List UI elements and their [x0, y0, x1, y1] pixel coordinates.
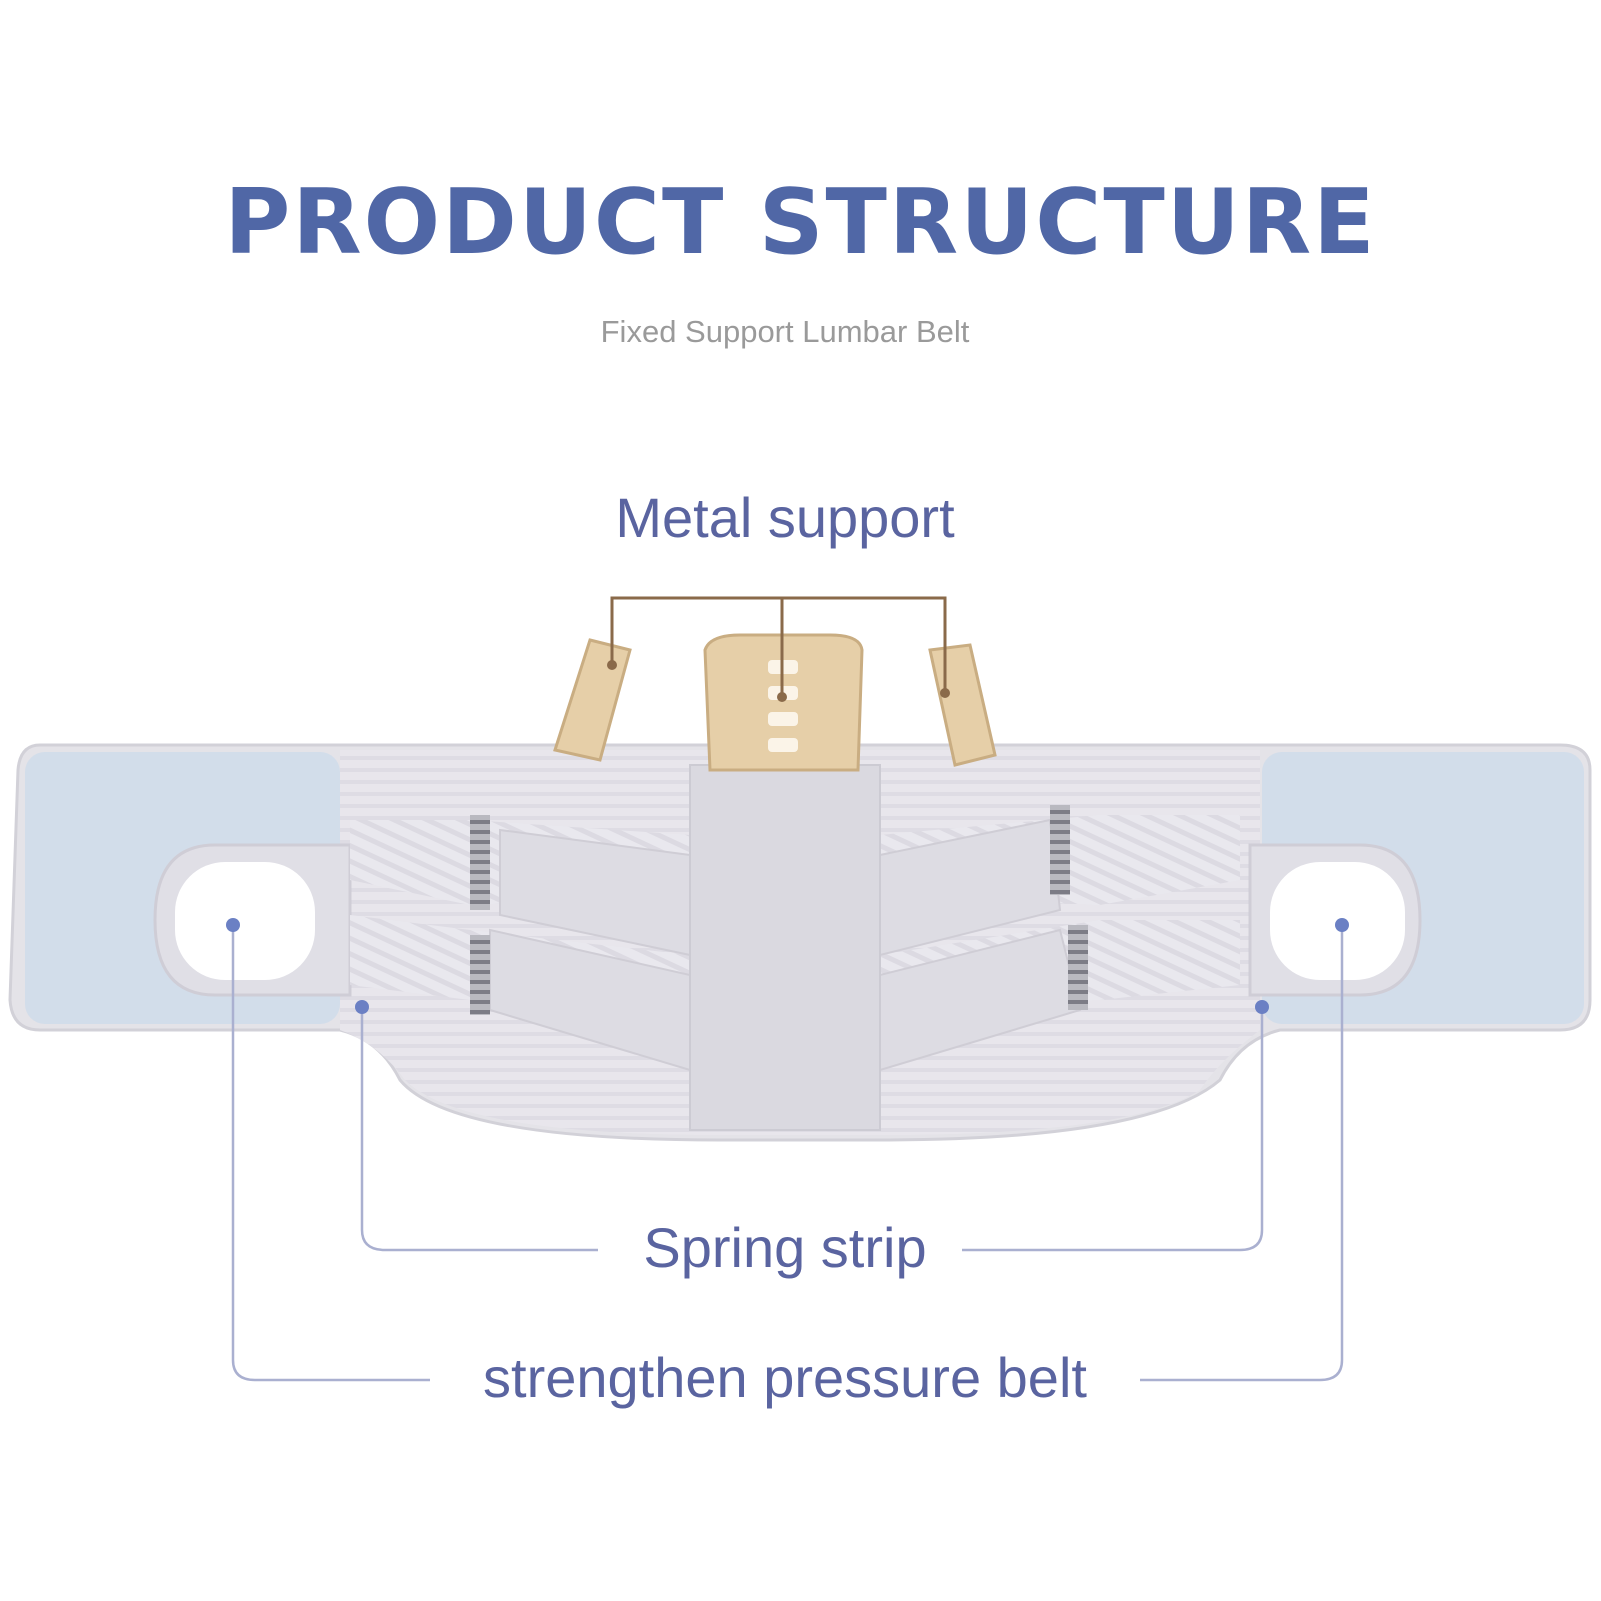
metal-plate-left	[553, 638, 632, 762]
spring-strip-right-upper	[1050, 805, 1070, 895]
leader-dots	[226, 918, 1349, 1014]
spring-strip-left-lower	[470, 935, 490, 1015]
spring-strip-left-upper	[470, 815, 490, 910]
spring-strip-label: Spring strip	[643, 1216, 927, 1279]
metal-support-leader-dots	[607, 660, 950, 702]
page-title: PRODUCT STRUCTURE	[224, 170, 1377, 275]
spring-strip-leader	[360, 1007, 1264, 1252]
page-subtitle: Fixed Support Lumbar Belt	[600, 314, 970, 349]
center-back-panel	[689, 764, 881, 1131]
metal-support-leader	[610, 596, 947, 695]
pressure-belt-label: strengthen pressure belt	[483, 1346, 1087, 1409]
metal-support-label: Metal support	[615, 486, 955, 549]
left-loop-inner	[175, 862, 315, 980]
metal-plate-center	[703, 633, 864, 772]
pressure-belt-leader	[231, 925, 1344, 1382]
spring-strip-right-lower	[1068, 925, 1088, 1010]
